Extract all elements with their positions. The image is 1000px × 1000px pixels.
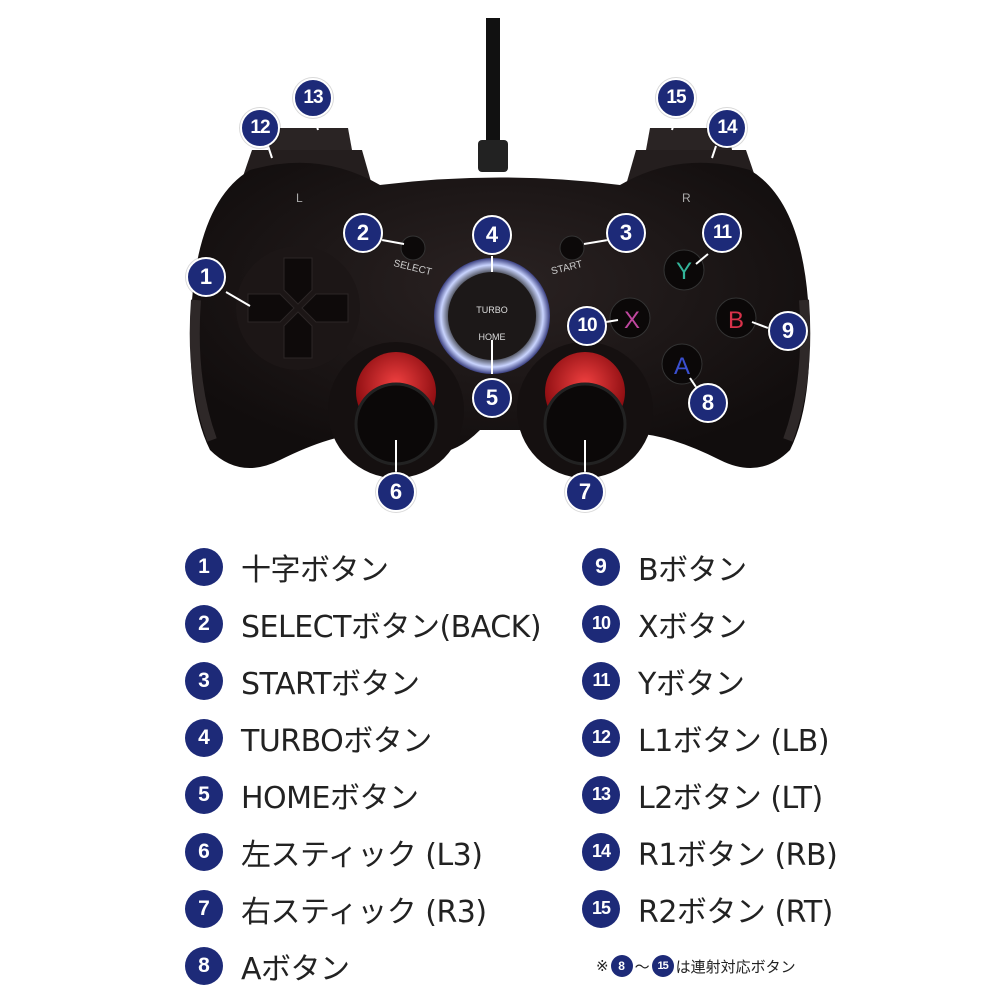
legend-label: L1ボタン (LB) <box>638 723 830 759</box>
legend-badge: 5 <box>185 775 223 814</box>
footnote-badge-to: 15 <box>651 955 674 977</box>
callout-9: 9 <box>768 311 808 351</box>
start-button <box>559 235 585 261</box>
callout-3: 3 <box>606 213 646 253</box>
legend-label: SELECTボタン(BACK) <box>241 609 542 645</box>
legend-right: 9 Bボタン 10 Xボタン 11 Yボタン 12 L1ボタン (LB) 13 L2ボタン… <box>582 538 838 937</box>
cable-connector <box>478 140 508 172</box>
callout-4: 4 <box>472 215 512 255</box>
callout-12: 12 <box>240 108 280 148</box>
home-label: HOME <box>479 332 506 342</box>
legend-badge: 15 <box>582 889 620 928</box>
legend-label: 十字ボタン <box>241 552 389 588</box>
legend-item: 5 HOMEボタン <box>185 766 541 823</box>
legend-badge: 4 <box>185 718 223 757</box>
legend-badge: 8 <box>185 946 223 985</box>
right-grip-texture <box>783 299 811 442</box>
legend-label: Xボタン <box>638 609 747 645</box>
turbo-label: TURBO <box>476 305 508 315</box>
legend-badge: 9 <box>582 547 620 586</box>
l2-trigger <box>268 128 352 150</box>
callout-5: 5 <box>472 378 512 418</box>
a-label: A <box>674 353 690 380</box>
legend-badge: 11 <box>582 661 620 700</box>
footnote-badge-from: 8 <box>610 955 633 977</box>
controller-illustration: L R SELECT START TURBO HOME Y X B A <box>186 18 811 512</box>
callout-11: 11 <box>702 213 742 253</box>
legend-badge: 2 <box>185 604 223 643</box>
x-button <box>609 297 651 339</box>
x-label: X <box>624 307 640 334</box>
footnote-suffix: は連射対応ボタン <box>675 957 796 976</box>
callout-15: 15 <box>656 78 696 118</box>
legend-item: 3 STARTボタン <box>185 652 541 709</box>
footnote-tilde: 〜 <box>634 957 650 976</box>
legend-item: 9 Bボタン <box>582 538 837 595</box>
a-button <box>661 343 703 385</box>
callout-7: 7 <box>565 472 605 512</box>
callout-14: 14 <box>707 108 747 148</box>
turbo-home-center <box>448 272 536 360</box>
callout-8: 8 <box>688 383 728 423</box>
legend-label: R1ボタン (RB) <box>638 837 838 873</box>
legend-badge: 13 <box>582 775 620 814</box>
legend-item: 12 L1ボタン (LB) <box>582 709 837 766</box>
b-label: B <box>728 307 744 334</box>
legend-item: 14 R1ボタン (RB) <box>582 823 838 880</box>
legend-badge: 14 <box>582 832 620 871</box>
select-button <box>400 235 426 261</box>
dpad-well <box>236 246 360 370</box>
legend-badge: 10 <box>582 604 620 643</box>
legend-label: HOMEボタン <box>241 780 419 816</box>
legend-badge: 7 <box>185 889 223 928</box>
legend-label: Yボタン <box>638 666 745 702</box>
legend-item: 4 TURBOボタン <box>185 709 541 766</box>
callout-1: 1 <box>186 257 226 297</box>
legend-badge: 1 <box>185 547 223 586</box>
callout-10: 10 <box>567 306 607 346</box>
callout-13: 13 <box>293 78 333 118</box>
legend-label: 左スティック (L3) <box>241 837 483 873</box>
legend-badge: 12 <box>582 718 620 757</box>
cable <box>486 18 500 148</box>
legend-left: 1 十字ボタン 2 SELECTボタン(BACK) 3 STARTボタン 4 TURBO… <box>185 538 542 994</box>
legend-label: 右スティック (R3) <box>241 894 487 930</box>
y-button <box>663 249 705 291</box>
callout-2: 2 <box>343 213 383 253</box>
legend-item: 8 Aボタン <box>185 937 541 994</box>
r-label: R <box>682 191 691 205</box>
legend-label: L2ボタン (LT) <box>638 780 823 816</box>
legend-badge: 6 <box>185 832 223 871</box>
legend-item: 7 右スティック (R3) <box>185 880 541 937</box>
legend-badge: 3 <box>185 661 223 700</box>
legend-label: Aボタン <box>241 951 350 987</box>
legend-item: 10 Xボタン <box>582 595 837 652</box>
legend-item: 6 左スティック (L3) <box>185 823 541 880</box>
b-button <box>715 297 757 339</box>
legend-item: 2 SELECTボタン(BACK) <box>185 595 542 652</box>
callout-6: 6 <box>376 472 416 512</box>
l-label: L <box>296 191 303 205</box>
gamepad-image: L R SELECT START TURBO HOME Y X B A <box>189 18 811 478</box>
legend-item: 1 十字ボタン <box>185 538 541 595</box>
dpad <box>247 257 349 359</box>
left-grip-texture <box>189 299 217 442</box>
footnote-prefix: ※ <box>596 957 609 975</box>
legend-label: Bボタン <box>638 552 747 588</box>
left-stick <box>328 342 464 478</box>
right-stick <box>517 342 653 478</box>
legend-item: 13 L2ボタン (LT) <box>582 766 837 823</box>
turbo-footnote: ※ 8 〜 15 は連射対応ボタン <box>596 955 796 977</box>
legend-item: 15 R2ボタン (RT) <box>582 880 837 937</box>
legend-item: 11 Yボタン <box>582 652 837 709</box>
legend-label: STARTボタン <box>241 666 420 702</box>
y-label: Y <box>676 258 692 285</box>
legend-label: R2ボタン (RT) <box>638 894 833 930</box>
legend-label: TURBOボタン <box>241 723 432 759</box>
